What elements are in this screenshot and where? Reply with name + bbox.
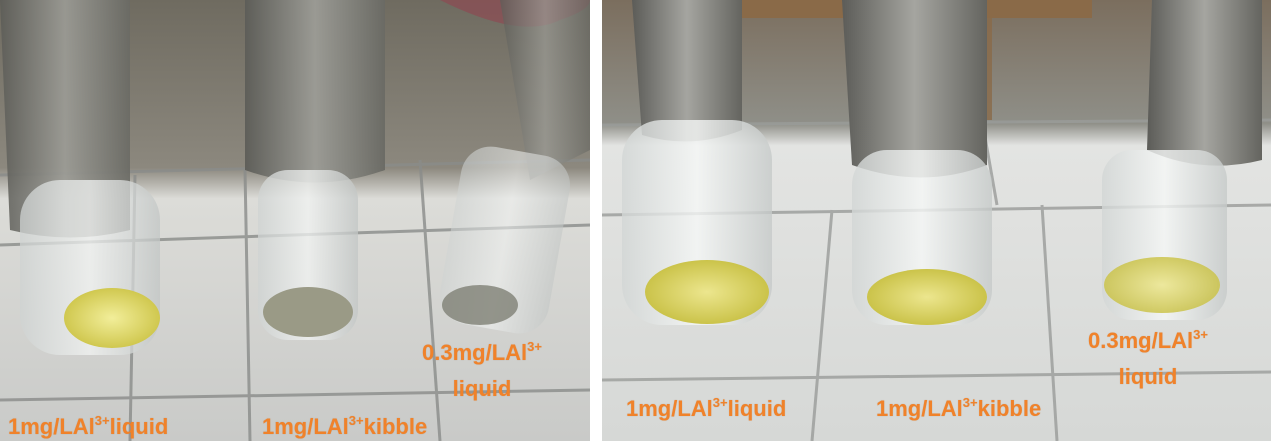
label-0-3mg-liquid-right: 0.3mg/LAl3+ liquid <box>1088 327 1208 389</box>
photo-right <box>602 0 1271 441</box>
photo-panel-left: 1mg/LAl3+liquid 1mg/LAl3+kibble 0.3mg/LA… <box>0 0 590 441</box>
label-1mg-liquid-left: 1mg/LAl3+liquid <box>8 413 169 439</box>
photo-left <box>0 0 590 441</box>
photo-panel-right: 1mg/LAl3+liquid 1mg/LAl3+kibble 0.3mg/LA… <box>602 0 1271 441</box>
label-0-3mg-liquid-left: 0.3mg/LAl3+ liquid <box>422 339 542 401</box>
label-1mg-kibble-right: 1mg/LAl3+kibble <box>876 395 1042 421</box>
label-1mg-kibble-left: 1mg/LAl3+kibble <box>262 413 428 439</box>
label-1mg-liquid-right: 1mg/LAl3+liquid <box>626 395 787 421</box>
